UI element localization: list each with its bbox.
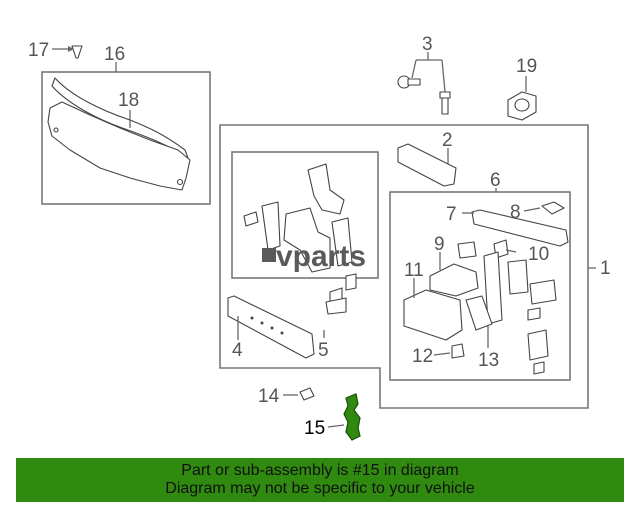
callout-4: 4 bbox=[232, 340, 243, 361]
callout-labels: 17 16 18 3 19 2 6 7 8 9 10 11 12 13 1 4 … bbox=[28, 34, 611, 439]
callout-15: 15 bbox=[304, 418, 325, 439]
callout-1: 1 bbox=[600, 258, 611, 279]
callout-10: 10 bbox=[528, 244, 549, 265]
part-4-lower-rail[interactable] bbox=[227, 295, 315, 359]
sub-box-6 bbox=[389, 191, 571, 381]
callout-12: 12 bbox=[412, 346, 433, 367]
callout-9: 9 bbox=[434, 234, 445, 255]
part-14[interactable] bbox=[299, 387, 315, 401]
footer-line-2: Diagram may not be specific to your vehi… bbox=[165, 480, 475, 497]
part-19-sensor[interactable] bbox=[507, 91, 537, 121]
part-6-group[interactable] bbox=[403, 201, 569, 375]
callout-14: 14 bbox=[258, 386, 280, 407]
callout-8: 8 bbox=[510, 202, 521, 223]
callout-3: 3 bbox=[422, 34, 433, 55]
callout-2: 2 bbox=[442, 130, 453, 151]
watermark: vparts bbox=[262, 240, 366, 273]
footer-banner: Part or sub-assembly is #15 in diagram D… bbox=[16, 458, 624, 502]
callout-11: 11 bbox=[404, 260, 424, 281]
assembly-1-outline bbox=[219, 124, 589, 409]
watermark-text: vparts bbox=[276, 240, 366, 273]
sub-box-16 bbox=[41, 71, 211, 205]
part-17-clip[interactable] bbox=[71, 45, 83, 59]
footer-line-1: Part or sub-assembly is #15 in diagram bbox=[181, 462, 459, 479]
callout-5: 5 bbox=[318, 340, 329, 361]
callout-13: 13 bbox=[478, 350, 499, 371]
part-5-group[interactable] bbox=[243, 163, 357, 315]
callout-6: 6 bbox=[490, 170, 501, 191]
callout-19: 19 bbox=[516, 56, 537, 77]
part-2-bracket[interactable] bbox=[397, 143, 457, 187]
sub-box-5 bbox=[231, 151, 379, 279]
callout-7: 7 bbox=[446, 204, 457, 225]
callout-16: 16 bbox=[104, 44, 125, 65]
callout-17: 17 bbox=[28, 40, 49, 61]
leader-lines bbox=[52, 46, 596, 428]
watermark-logo-icon bbox=[262, 248, 276, 262]
part-16-cover[interactable] bbox=[47, 77, 191, 191]
callout-18: 18 bbox=[118, 90, 139, 111]
part-3-bolts[interactable] bbox=[397, 75, 451, 115]
part-15-highlighted[interactable] bbox=[343, 393, 361, 441]
